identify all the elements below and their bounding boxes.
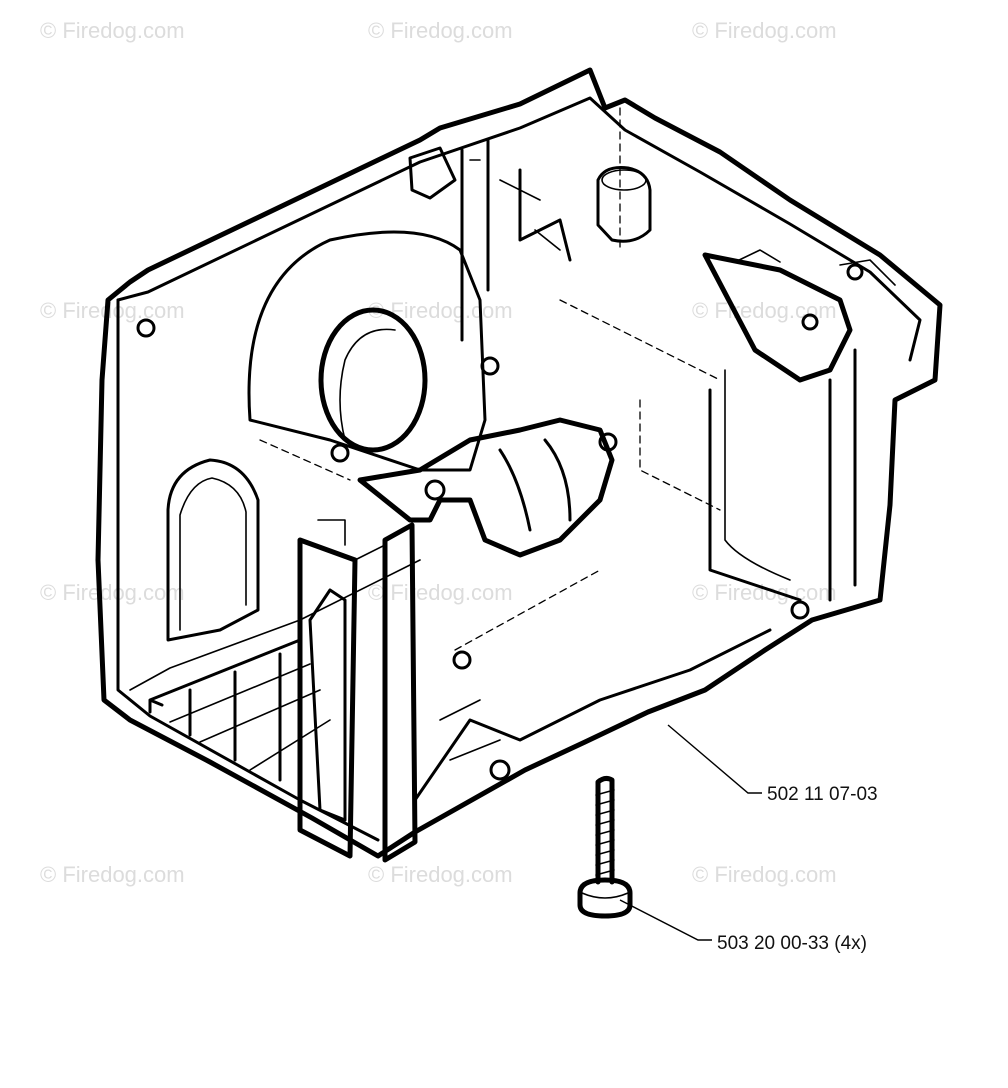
boss xyxy=(489,759,511,781)
left-window xyxy=(166,458,260,642)
boss xyxy=(846,263,864,281)
watermark: © Firedog.com xyxy=(40,298,185,323)
watermark: © Firedog.com xyxy=(40,580,185,605)
screw-threads xyxy=(595,789,615,876)
screw-head-top xyxy=(581,892,629,899)
watermark: © Firedog.com xyxy=(40,18,185,43)
floor-edge xyxy=(413,628,772,802)
watermark: © Firedog.com xyxy=(368,580,513,605)
watermark: © Firedog.com xyxy=(40,862,185,887)
boss xyxy=(480,356,500,376)
screw-drawing xyxy=(577,775,633,919)
boss xyxy=(598,432,618,452)
turret-top xyxy=(601,169,647,191)
right-inner-edge xyxy=(724,369,791,581)
left-window-inner xyxy=(179,477,247,631)
cylinder-flange xyxy=(247,230,487,472)
cylinder-bore-inner xyxy=(339,328,396,441)
post-detail xyxy=(317,519,386,561)
cylinder-bore xyxy=(318,307,428,453)
watermark: © Firedog.com xyxy=(692,18,837,43)
leader-housing xyxy=(667,724,762,794)
part-label-housing: 502 11 07-03 xyxy=(767,784,878,805)
floor-rib xyxy=(439,699,501,761)
post-slot xyxy=(308,588,347,822)
right-bracket-top xyxy=(734,249,896,286)
watermark: © Firedog.com xyxy=(368,862,513,887)
boss xyxy=(801,313,819,331)
watermark: © Firedog.com xyxy=(368,18,513,43)
right-turret xyxy=(596,166,652,243)
rear-rib xyxy=(460,138,572,342)
bearing-cradle xyxy=(357,417,615,558)
watermark: © Firedog.com xyxy=(368,298,513,323)
rear-rib-detail xyxy=(469,159,561,251)
boss xyxy=(452,650,472,670)
left-rail xyxy=(148,638,302,782)
leader-screw xyxy=(619,899,712,941)
housing-drawing xyxy=(95,67,943,863)
housing-rim xyxy=(116,96,922,362)
right-wall xyxy=(708,348,857,602)
hidden-lines xyxy=(259,107,721,651)
watermark: © Firedog.com xyxy=(692,298,837,323)
top-boss xyxy=(408,146,457,200)
part-label-screw: 503 20 00-33 (4x) xyxy=(717,933,867,954)
boss xyxy=(136,318,156,338)
watermark: © Firedog.com xyxy=(692,862,837,887)
boss xyxy=(790,600,810,620)
watermark: © Firedog.com xyxy=(692,580,837,605)
cradle-arc xyxy=(498,438,572,532)
watermark-layer: © Firedog.com © Firedog.com © Firedog.co… xyxy=(40,18,837,887)
right-bracket xyxy=(702,252,853,383)
front-post xyxy=(382,522,418,863)
front-divider xyxy=(297,537,358,859)
boss xyxy=(330,443,350,463)
boss xyxy=(424,479,446,501)
left-floor-edge xyxy=(129,559,421,691)
housing-outline xyxy=(95,67,943,859)
